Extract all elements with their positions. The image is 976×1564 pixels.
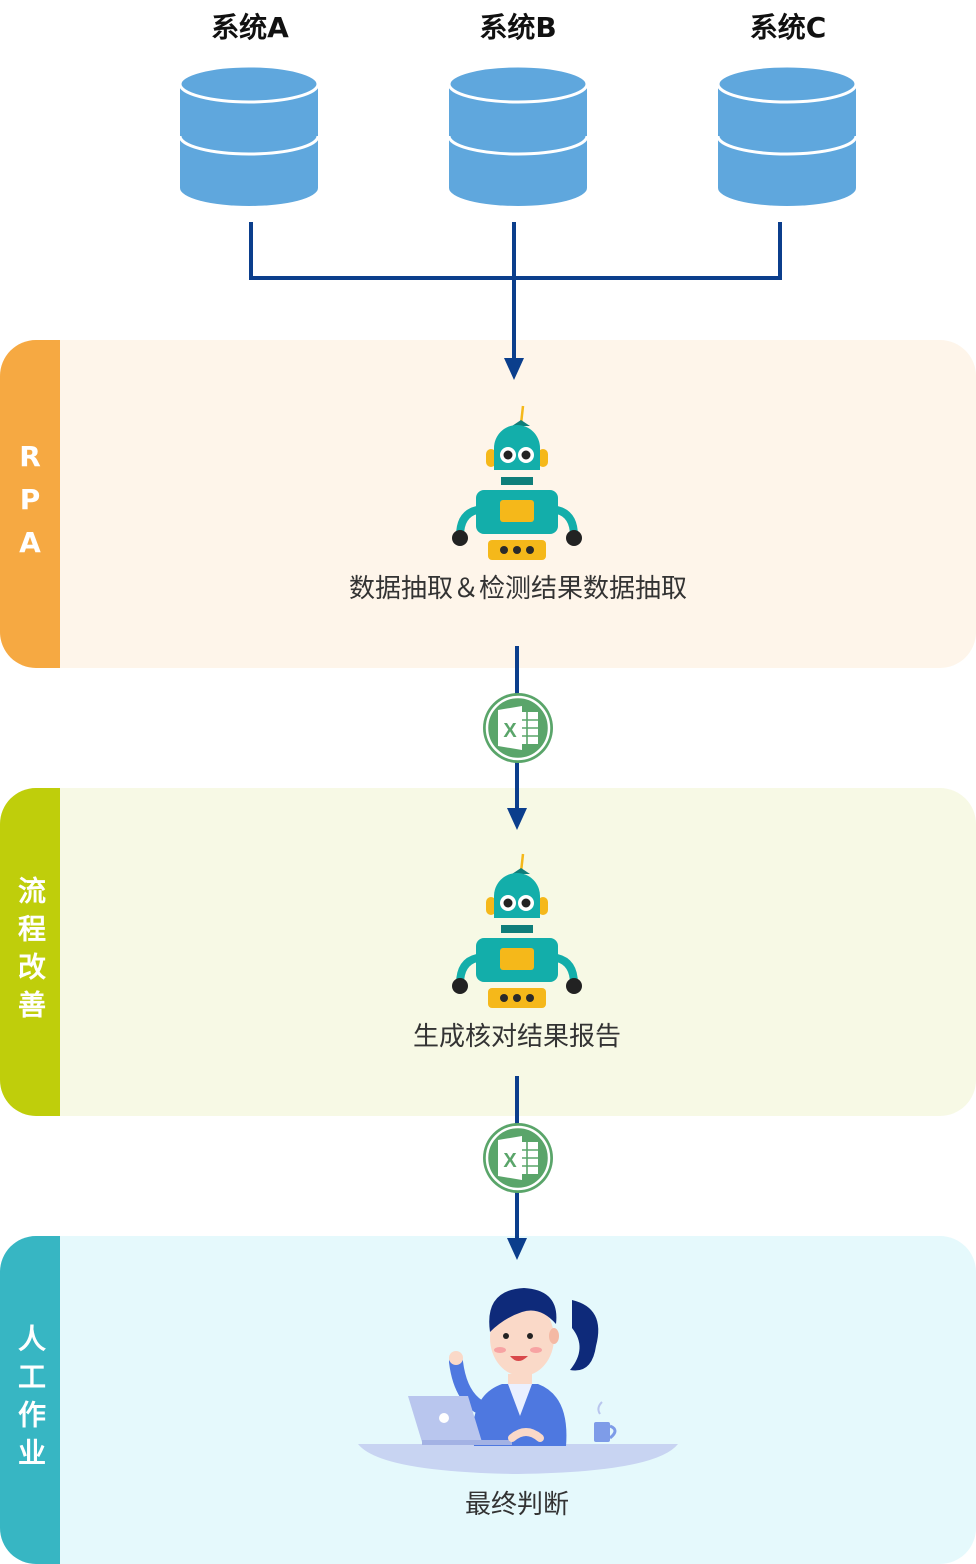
report-step-caption: 生成核对结果报告 (412, 1022, 621, 1052)
svg-text:X: X (503, 720, 517, 742)
excel-icon: X (483, 693, 553, 763)
lane-rpa-tab: RPA (0, 340, 60, 668)
robot-icon (452, 405, 582, 560)
lane-manual-work-label: 人工作业 (14, 1324, 47, 1476)
office-worker-icon (358, 1288, 678, 1474)
excel-icon: X (483, 1123, 553, 1193)
final-decision-caption: 最终判断 (464, 1490, 569, 1520)
svg-text:X: X (503, 1150, 517, 1172)
system-c-label: 系统C (749, 11, 827, 44)
arrow-head-icon (507, 808, 527, 830)
lane-manual-work-tab: 人工作业 (0, 1236, 60, 1564)
arrow-head-icon (507, 1238, 527, 1260)
rpa-step-caption: 数据抽取＆检测结果数据抽取 (348, 574, 687, 604)
lane-rpa-label: RPA (13, 439, 47, 569)
system-b-label: 系统B (479, 11, 557, 44)
arrow-head-icon (504, 358, 524, 380)
database-icon (716, 64, 858, 206)
database-icon (447, 64, 589, 206)
system-a-label: 系统A (211, 11, 289, 44)
robot-icon (452, 853, 582, 1008)
database-icon (178, 64, 320, 206)
lane-process-improvement-label: 流程改善 (14, 876, 47, 1028)
lane-process-improvement-tab: 流程改善 (0, 788, 60, 1116)
